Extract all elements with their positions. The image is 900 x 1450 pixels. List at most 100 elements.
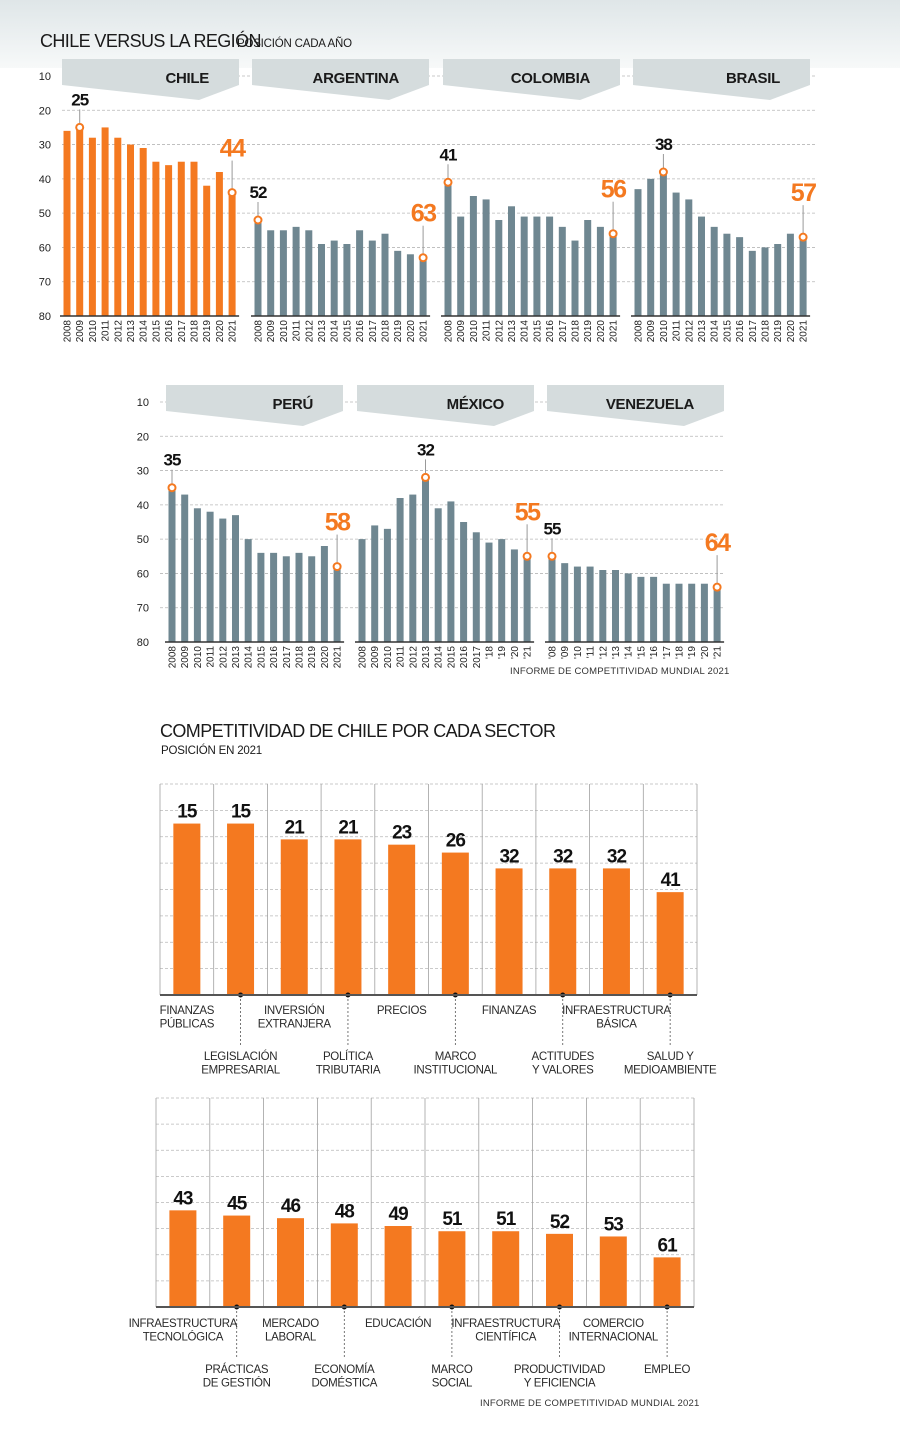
highlight-marker bbox=[443, 177, 453, 187]
bar bbox=[624, 573, 632, 642]
bar bbox=[334, 839, 362, 995]
x-tick-label: 2013 bbox=[126, 320, 137, 343]
x-tick-label: 2009 bbox=[75, 320, 86, 343]
x-tick-label: 2018 bbox=[761, 320, 772, 343]
x-tick-label: 2021 bbox=[609, 320, 620, 343]
bar bbox=[396, 498, 404, 642]
bar bbox=[571, 240, 579, 316]
bar bbox=[254, 220, 262, 316]
bar bbox=[634, 189, 642, 316]
highlight-marker bbox=[798, 232, 808, 242]
bar bbox=[495, 868, 523, 995]
bar bbox=[419, 257, 427, 316]
bar bbox=[700, 583, 708, 642]
x-tick-label: '21 bbox=[713, 646, 724, 659]
x-tick-label: 2013 bbox=[231, 646, 242, 669]
x-tick-label: '09 bbox=[560, 646, 571, 659]
x-tick-label: 2017 bbox=[177, 320, 188, 343]
highlight-marker bbox=[75, 122, 85, 132]
data-label: 58 bbox=[325, 509, 351, 537]
bar bbox=[685, 199, 693, 316]
category-label-line: MEDIOAMBIENTE bbox=[624, 1065, 717, 1077]
x-tick-label: 2014 bbox=[710, 320, 721, 343]
y-tick-label: 50 bbox=[39, 208, 51, 220]
data-label: 51 bbox=[496, 1209, 517, 1230]
category-label-line: FINANZAS bbox=[160, 1005, 215, 1017]
x-tick-label: 2010 bbox=[469, 320, 480, 343]
bar bbox=[659, 172, 667, 316]
bar bbox=[280, 839, 308, 995]
x-tick-label: 2021 bbox=[799, 320, 810, 343]
x-tick-label: 2013 bbox=[317, 320, 328, 343]
bar bbox=[688, 583, 696, 642]
data-label: 41 bbox=[661, 870, 682, 891]
region-chart-title: CHILE VERSUS LA REGIÓN bbox=[40, 30, 261, 51]
bar bbox=[114, 137, 122, 316]
x-tick-label: 2015 bbox=[342, 320, 353, 343]
bar bbox=[88, 137, 96, 316]
category-label-line: MERCADO bbox=[262, 1318, 319, 1330]
bar bbox=[76, 127, 84, 316]
bar bbox=[244, 539, 252, 642]
bar bbox=[460, 522, 468, 642]
y-tick-label: 30 bbox=[137, 466, 149, 478]
y-tick-label: 50 bbox=[137, 534, 149, 546]
bar bbox=[381, 233, 389, 316]
bar bbox=[647, 178, 655, 316]
x-tick-label: 2008 bbox=[634, 320, 645, 343]
bar bbox=[675, 583, 683, 642]
data-label: 63 bbox=[411, 200, 436, 228]
x-tick-label: '18 bbox=[675, 646, 686, 659]
bar bbox=[637, 576, 645, 642]
data-label: 46 bbox=[281, 1196, 301, 1217]
bar bbox=[368, 240, 376, 316]
bar bbox=[227, 823, 255, 995]
y-tick-label: 20 bbox=[137, 431, 149, 443]
bar bbox=[223, 1215, 251, 1307]
x-tick-label: 2015 bbox=[532, 320, 543, 343]
bar bbox=[599, 1236, 627, 1307]
bar bbox=[371, 525, 379, 642]
bar bbox=[713, 587, 721, 642]
bar bbox=[457, 216, 465, 316]
x-tick-label: '13 bbox=[611, 646, 622, 659]
bar bbox=[422, 477, 429, 642]
bar bbox=[510, 549, 518, 642]
data-label: 53 bbox=[604, 1214, 624, 1235]
y-tick-label: 80 bbox=[137, 637, 149, 649]
bar bbox=[548, 556, 556, 642]
bar bbox=[444, 182, 452, 316]
x-tick-label: '14 bbox=[624, 646, 635, 659]
bar bbox=[612, 570, 619, 642]
category-label-line: PRÁCTICAS bbox=[205, 1363, 269, 1376]
x-tick-label: 2015 bbox=[151, 320, 162, 343]
bar bbox=[384, 1226, 412, 1307]
category-label-line: PRODUCTIVIDAD bbox=[514, 1364, 605, 1376]
x-tick-label: 2011 bbox=[206, 646, 217, 668]
bar bbox=[586, 566, 594, 642]
sector-chart-source: INFORME DE COMPETITIVIDAD MUNDIAL 2021 bbox=[480, 1398, 699, 1409]
x-tick-label: '21 bbox=[523, 646, 534, 659]
x-tick-label: 2020 bbox=[596, 320, 607, 343]
bar bbox=[406, 254, 414, 316]
data-label: 52 bbox=[250, 183, 267, 202]
category-label-line: ECONOMÍA bbox=[314, 1363, 375, 1376]
bar bbox=[127, 144, 134, 316]
data-label: 51 bbox=[442, 1209, 463, 1230]
category-label: EMPLEO bbox=[644, 1364, 690, 1376]
x-tick-label: '15 bbox=[636, 646, 647, 659]
country-tab bbox=[166, 385, 343, 426]
category-label-line: MARCO bbox=[435, 1051, 477, 1063]
bar bbox=[786, 233, 794, 316]
x-tick-label: 2021 bbox=[419, 320, 430, 343]
